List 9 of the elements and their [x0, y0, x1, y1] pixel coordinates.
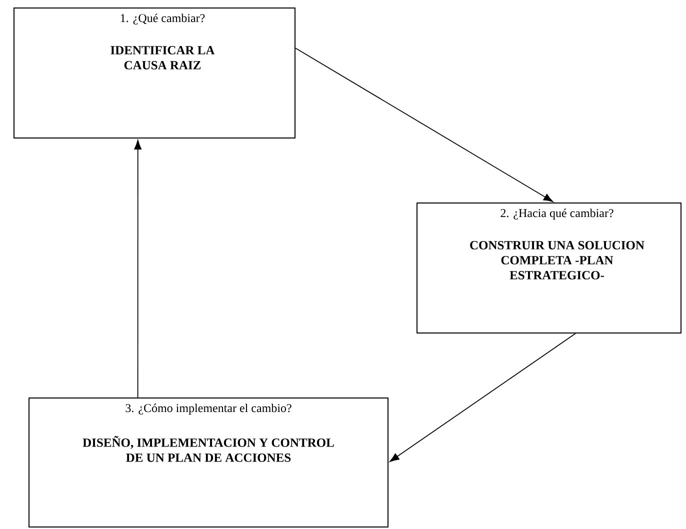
arrow: [295, 48, 554, 202]
process-box: [28, 397, 388, 528]
box-text: 1. ¿Qué cambiar? IDENTIFICAR LA CAUSA RAIZ: [110, 14, 215, 70]
process-box: [14, 8, 296, 138]
arrow: [134, 140, 142, 398]
process-box: [416, 202, 682, 334]
arrow: [390, 333, 576, 462]
box-text: 3. ¿Cómo implementar el cambio? DISEÑO, IMPLEMENTACION Y CONTROL DE UN PLAN DE ACCIONES: [82, 404, 334, 462]
box-text: 2. ¿Hacia qué cambiar? CONSTRUIR UNA SOLUCION COMPLETA -PLAN ESTRATEGICO-: [470, 208, 644, 280]
